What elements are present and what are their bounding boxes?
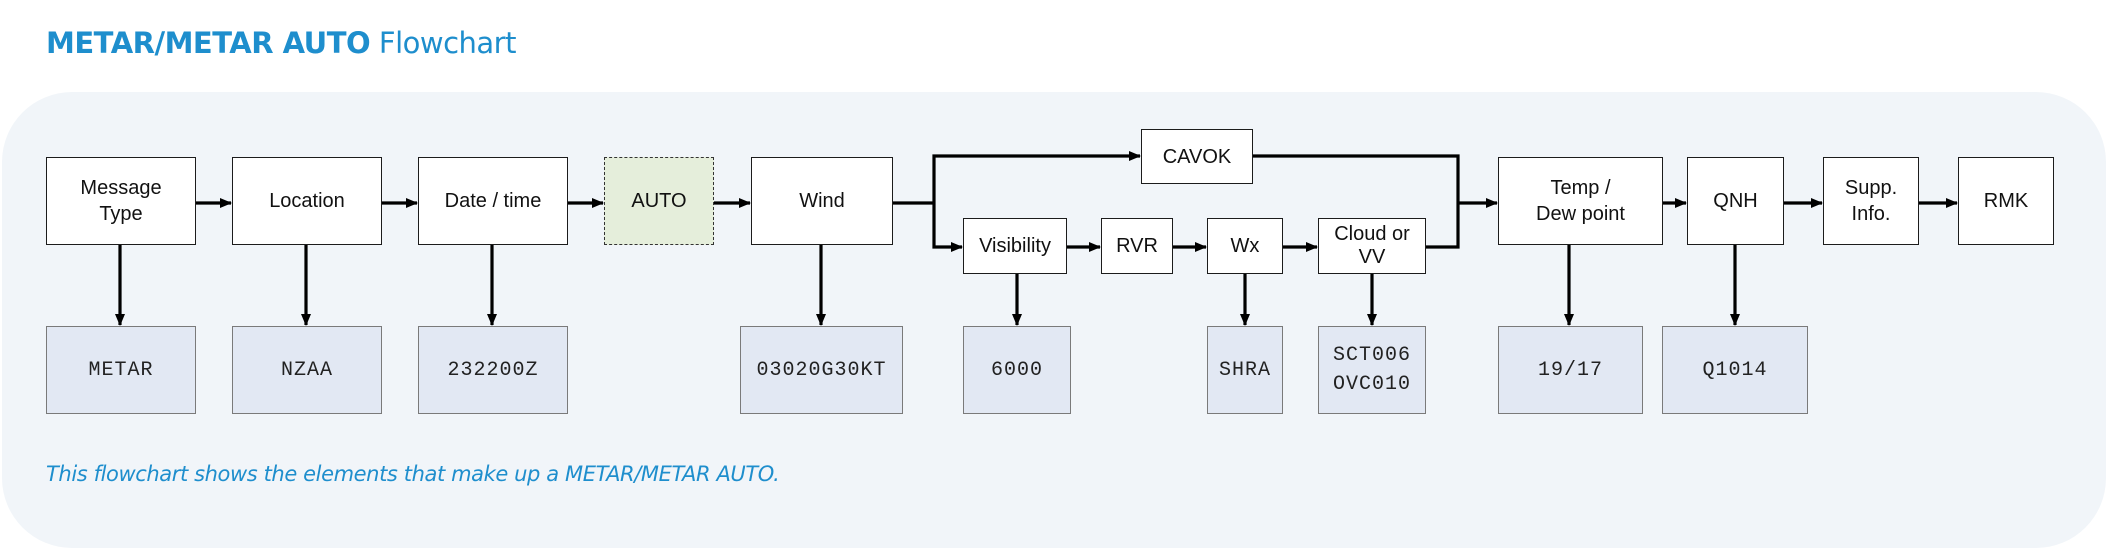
box-visibility: Visibility	[963, 218, 1067, 274]
arrow-to-cavok	[932, 151, 1141, 203]
arrow-to-visibility	[932, 203, 963, 252]
box-message-type: Message Type	[46, 157, 196, 245]
example-wx: SHRA	[1207, 326, 1283, 414]
box-rmk: RMK	[1958, 157, 2054, 245]
box-supp-info: Supp. Info.	[1823, 157, 1919, 245]
caption: This flowchart shows the elements that m…	[46, 462, 780, 486]
example-temp-dew: 19/17	[1498, 326, 1643, 414]
example-date-time: 232200Z	[418, 326, 568, 414]
example-visibility: 6000	[963, 326, 1071, 414]
example-cloud: SCT006 OVC010	[1318, 326, 1426, 414]
box-cavok: CAVOK	[1141, 129, 1253, 184]
box-wind: Wind	[751, 157, 893, 245]
title-bold: METAR/METAR AUTO	[46, 26, 371, 60]
box-rvr: RVR	[1101, 218, 1173, 274]
page-title: METAR/METAR AUTO Flowchart	[46, 26, 516, 60]
example-qnh: Q1014	[1662, 326, 1808, 414]
box-wx: Wx	[1207, 218, 1283, 274]
example-message-type: METAR	[46, 326, 196, 414]
box-temp-dew: Temp / Dew point	[1498, 157, 1663, 245]
title-rest: Flowchart	[370, 26, 517, 60]
example-location: NZAA	[232, 326, 382, 414]
example-wind: 03020G30KT	[740, 326, 903, 414]
box-qnh: QNH	[1687, 157, 1784, 245]
box-cloud-vv: Cloud or VV	[1318, 218, 1426, 274]
box-auto: AUTO	[604, 157, 714, 245]
line-cavok-merge	[1253, 154, 1460, 203]
box-location: Location	[232, 157, 382, 245]
box-date-time: Date / time	[418, 157, 568, 245]
line-cloud-merge	[1426, 203, 1460, 249]
